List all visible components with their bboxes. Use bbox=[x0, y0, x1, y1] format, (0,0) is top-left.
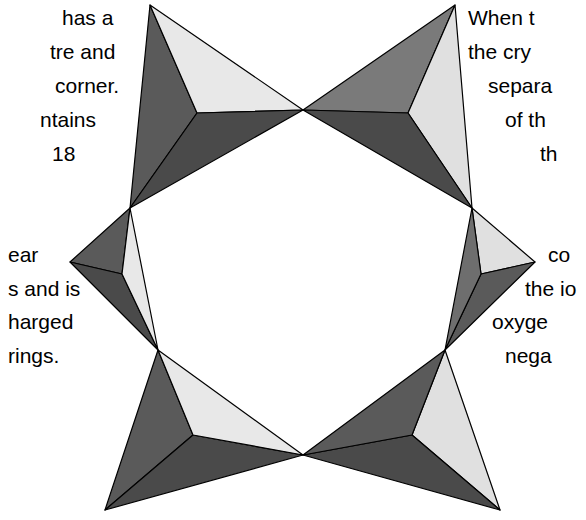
text-fragment: ntains bbox=[40, 108, 96, 132]
text-fragment: harged bbox=[8, 310, 73, 334]
text-fragment: co bbox=[548, 243, 570, 267]
text-fragment: tre and bbox=[50, 40, 115, 64]
text-fragment: ear bbox=[8, 243, 38, 267]
text-fragment: oxyge bbox=[492, 310, 548, 334]
text-fragment: the io bbox=[525, 277, 576, 301]
text-fragment: corner. bbox=[55, 74, 119, 98]
text-fragment: nega bbox=[505, 344, 552, 368]
text-fragment: rings. bbox=[8, 344, 59, 368]
text-fragment: th bbox=[540, 142, 558, 166]
text-fragment: of th bbox=[505, 108, 546, 132]
text-fragment: s and is bbox=[8, 277, 80, 301]
text-fragment: the cry bbox=[468, 40, 531, 64]
text-fragment: separa bbox=[488, 74, 552, 98]
text-fragment: has a bbox=[62, 6, 113, 30]
text-fragment: 18 bbox=[52, 142, 75, 166]
text-fragment: When t bbox=[468, 6, 535, 30]
